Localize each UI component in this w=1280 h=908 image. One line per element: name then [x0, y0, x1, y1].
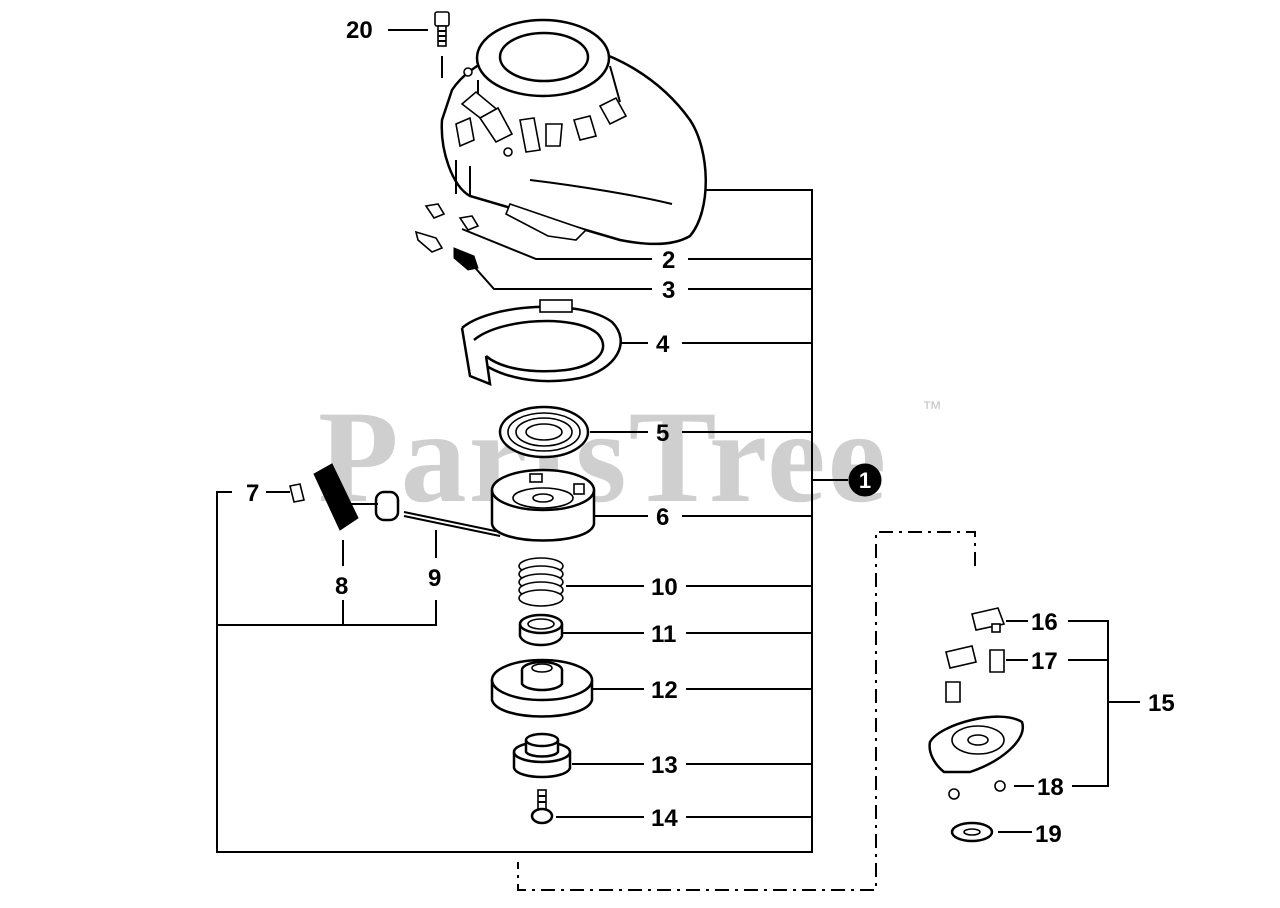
part-ring-11 — [518, 613, 564, 647]
assembly-badge: 1 — [848, 463, 882, 497]
callout-labels: 20 2 3 4 5 6 7 8 9 10 11 12 13 14 15 16 … — [246, 17, 1175, 848]
callout-16[interactable]: 16 — [1031, 609, 1058, 636]
callout-4[interactable]: 4 — [656, 331, 670, 358]
part-spring-10 — [518, 557, 564, 607]
part-spiral-spring-5 — [498, 405, 590, 459]
callout-15[interactable]: 15 — [1148, 690, 1175, 717]
part-bolt-20 — [434, 11, 450, 47]
callout-13[interactable]: 13 — [651, 752, 678, 779]
leader-lines — [216, 29, 1140, 891]
callout-8[interactable]: 8 — [335, 573, 348, 600]
assembly-badge-label: 1 — [859, 468, 871, 493]
part-subassembly-15 — [928, 607, 1025, 843]
watermark-trademark: ™ — [922, 398, 942, 420]
callout-14[interactable]: 14 — [651, 805, 678, 832]
callout-9[interactable]: 9 — [428, 565, 441, 592]
callout-11[interactable]: 11 — [651, 621, 676, 648]
part-screw-14 — [530, 789, 554, 825]
callout-19[interactable]: 19 — [1035, 821, 1062, 848]
part-ring-guide-4 — [460, 299, 622, 386]
callout-5[interactable]: 5 — [656, 420, 669, 447]
callout-10[interactable]: 10 — [651, 574, 678, 601]
part-starter-housing — [440, 18, 707, 246]
callout-2[interactable]: 2 — [662, 247, 675, 274]
callout-7[interactable]: 7 — [246, 480, 259, 507]
callout-18[interactable]: 18 — [1037, 774, 1064, 801]
part-clips-2-3 — [414, 203, 480, 271]
callout-12[interactable]: 12 — [651, 677, 678, 704]
watermark-text: PartsTree — [318, 383, 889, 530]
part-pulley-12 — [490, 658, 594, 718]
callout-17[interactable]: 17 — [1031, 648, 1058, 675]
callout-6[interactable]: 6 — [656, 504, 669, 531]
callout-20[interactable]: 20 — [346, 17, 373, 44]
part-hub-13 — [512, 732, 572, 779]
callout-3[interactable]: 3 — [662, 277, 675, 304]
part-handle-7-8-9 — [289, 463, 501, 537]
part-reel-6 — [490, 468, 596, 542]
